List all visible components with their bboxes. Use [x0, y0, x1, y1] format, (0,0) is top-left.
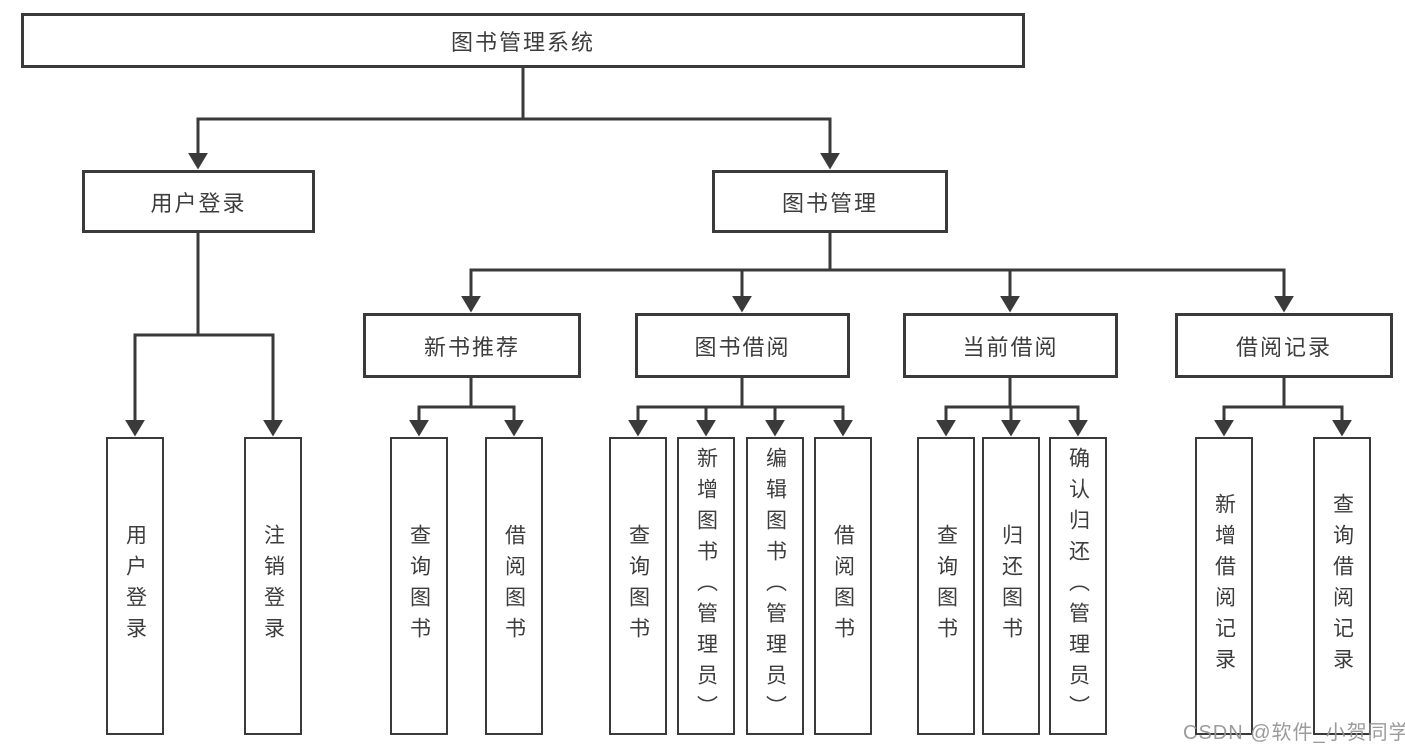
connector-user-login-children — [125, 233, 283, 437]
node-label: 图书借阅 — [694, 334, 791, 360]
leaf-borrowing-add-books-admin: 新增图书（管理员） — [677, 437, 735, 735]
node-label: 借阅记录 — [1235, 334, 1332, 360]
leaf-current-confirm-return-admin: 确认归还（管理员） — [1049, 437, 1107, 735]
node-borrowing-records: 借阅记录 — [1175, 313, 1393, 378]
connector-current-borrowing-children — [936, 378, 1088, 437]
leaf-newrec-query-books: 查询图书 — [390, 437, 448, 735]
node-label: 当前借阅 — [962, 334, 1059, 360]
leaf-label: 注销登录 — [261, 524, 285, 648]
leaf-borrowing-borrow-books: 借阅图书 — [814, 437, 872, 735]
node-current-borrowing: 当前借阅 — [903, 313, 1118, 378]
leaf-label: 新增借阅记录 — [1212, 493, 1236, 679]
leaf-current-return-books: 归还图书 — [982, 437, 1040, 735]
leaf-label: 借阅图书 — [831, 524, 855, 648]
leaf-borrowing-edit-books-admin: 编辑图书（管理员） — [746, 437, 804, 735]
leaf-label: 确认归还（管理员） — [1066, 446, 1090, 726]
node-user-login: 用户登录 — [82, 170, 315, 233]
node-book-borrowing: 图书借阅 — [635, 313, 850, 378]
node-new-book-recommendation: 新书推荐 — [363, 313, 581, 378]
connector-borrowing-records-children — [1214, 378, 1352, 437]
leaf-label: 借阅图书 — [502, 524, 526, 648]
leaf-logout: 注销登录 — [244, 437, 302, 735]
leaf-label: 查询图书 — [934, 524, 958, 648]
connector-book-borrowing-children — [628, 378, 853, 437]
leaf-records-query-borrow-record: 查询借阅记录 — [1313, 437, 1371, 735]
node-book-management: 图书管理 — [712, 170, 948, 233]
connector-new-book-recommendation-children — [409, 378, 524, 437]
csdn-watermark: CSDN @软件_小贺同学 — [1183, 722, 1405, 744]
connector-book-management-sections — [461, 233, 1294, 313]
leaf-newrec-borrow-books: 借阅图书 — [485, 437, 543, 735]
leaf-label: 归还图书 — [999, 524, 1023, 648]
node-label: 图书管理系统 — [450, 29, 595, 55]
node-label: 图书管理 — [781, 190, 878, 216]
leaf-label: 查询借阅记录 — [1330, 493, 1354, 679]
node-library-management-system: 图书管理系统 — [21, 13, 1025, 68]
leaf-label: 用户登录 — [123, 524, 147, 648]
node-label: 用户登录 — [150, 190, 247, 216]
leaf-label: 查询图书 — [407, 524, 431, 648]
leaf-user-login: 用户登录 — [106, 437, 164, 735]
node-label: 新书推荐 — [423, 334, 520, 360]
leaf-records-add-borrow-record: 新增借阅记录 — [1195, 437, 1253, 735]
leaf-current-query-books: 查询图书 — [917, 437, 975, 735]
leaf-label: 查询图书 — [626, 524, 650, 648]
leaf-label: 新增图书（管理员） — [694, 446, 718, 726]
connector-root-to-level2 — [188, 67, 840, 170]
leaf-borrowing-query-books: 查询图书 — [609, 437, 667, 735]
leaf-label: 编辑图书（管理员） — [763, 446, 787, 726]
